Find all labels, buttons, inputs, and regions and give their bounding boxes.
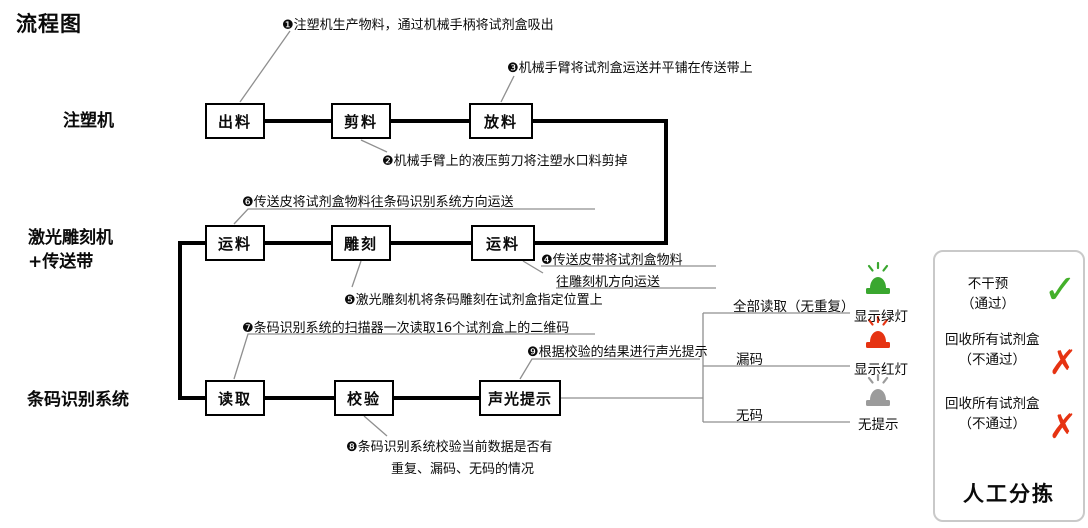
panel-item-result: （不通过）	[958, 352, 1027, 368]
box-verification: 校验	[334, 380, 394, 416]
panel-item-result: （通过）	[961, 296, 1015, 312]
status-no-alert: 无提示	[858, 417, 899, 433]
panel-item-action: 回收所有试剂盒	[945, 396, 1040, 412]
annotation-9: ❾根据校验的结果进行声光提示	[527, 345, 708, 360]
box-cutting: 剪料	[331, 103, 391, 139]
annotation-7: ❼条码识别系统的扫描器一次读取16个试剂盒上的二维码	[242, 321, 570, 336]
annotation-4-line2: 往雕刻机方向运送	[556, 275, 661, 290]
box-engraving: 雕刻	[331, 225, 391, 261]
box-transport-to-barcode: 运料	[205, 225, 265, 261]
cross-icon: ✗	[1048, 343, 1078, 383]
annotation-8-line2: 重复、漏码、无码的情况	[391, 462, 535, 477]
annotation-6: ❻传送皮将试剂盒物料往条码识别系统方向运送	[242, 195, 514, 210]
annotation-4-line1: ❹传送皮带将试剂盒物料	[541, 253, 683, 268]
panel-item-action: 回收所有试剂盒	[945, 332, 1040, 348]
status-red-light: 显示红灯	[854, 362, 908, 378]
green-beacon-icon	[862, 261, 894, 296]
cross-icon: ✗	[1048, 407, 1078, 447]
page-title: 流程图	[16, 12, 82, 36]
annotation-5: ❺激光雕刻机将条码雕刻在试剂盒指定位置上	[344, 293, 603, 308]
panel-item-pass: 不干预 （通过） ✓	[945, 270, 1077, 314]
stage-label-barcode-system: 条码识别系统	[27, 390, 129, 410]
annotation-2: ❷机械手臂上的液压剪刀将注塑水口料剪掉	[382, 154, 628, 169]
box-transport-to-engraver: 运料	[471, 225, 535, 261]
manual-sorting-panel: 不干预 （通过） ✓ 回收所有试剂盒 （不通过） ✗ 回收所有试剂盒 （不通过）…	[933, 250, 1085, 522]
box-reading: 读取	[205, 380, 265, 416]
panel-title: 人工分拣	[963, 482, 1055, 506]
panel-item-result: （不通过）	[958, 416, 1027, 432]
gray-beacon-icon	[862, 373, 894, 408]
annotation-8-line1: ❽条码识别系统校验当前数据是否有	[346, 440, 553, 455]
condition-missing-code: 漏码	[736, 352, 763, 368]
panel-item-fail-1: 回收所有试剂盒 （不通过） ✗	[945, 330, 1077, 380]
box-discharge: 出料	[205, 103, 265, 139]
annotation-1: ❶注塑机生产物料，通过机械手柄将试剂盒吸出	[282, 18, 554, 33]
panel-item-action: 不干预	[967, 276, 1009, 292]
status-green-light: 显示绿灯	[854, 309, 908, 325]
box-sound-light-alert: 声光提示	[479, 380, 561, 416]
red-beacon-icon	[862, 315, 894, 350]
annotation-3: ❸机械手臂将试剂盒运送并平铺在传送带上	[507, 61, 753, 76]
condition-all-read: 全部读取（无重复）	[733, 299, 855, 315]
stage-label-laser-line2: +传送带	[28, 252, 94, 272]
condition-no-code: 无码	[736, 408, 763, 424]
stage-label-injection-machine: 注塑机	[63, 111, 114, 131]
stage-label-laser-line1: 激光雕刻机	[28, 228, 113, 248]
box-placing: 放料	[469, 103, 533, 139]
check-icon: ✓	[1043, 267, 1077, 313]
stage-label-laser-engraver: 激光雕刻机 +传送带	[28, 226, 113, 274]
panel-item-fail-2: 回收所有试剂盒 （不通过） ✗	[945, 394, 1077, 444]
